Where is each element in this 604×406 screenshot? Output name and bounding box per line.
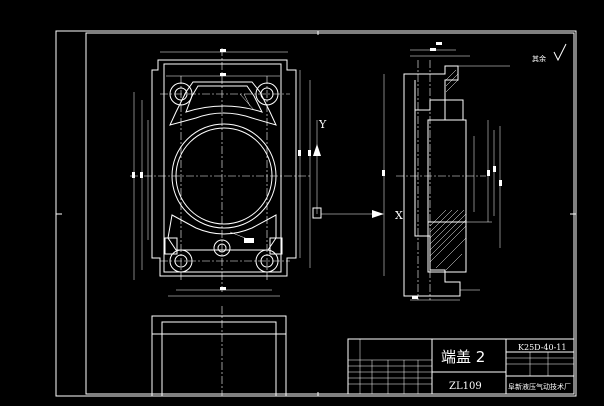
material: ZL109 bbox=[449, 381, 482, 392]
roughness-symbol bbox=[553, 43, 567, 62]
drawing-frame bbox=[55, 30, 577, 397]
front-view: Y X bbox=[130, 48, 403, 297]
company-name: 阜新液压气动技术厂 bbox=[508, 382, 571, 391]
x-axis-label: X bbox=[395, 209, 403, 222]
part-name: 端盖 2 bbox=[441, 348, 485, 366]
drawing-number: K25D-40-11 bbox=[518, 343, 566, 352]
side-section-view: 其余 bbox=[382, 42, 567, 301]
bottom-view bbox=[151, 306, 287, 397]
roughness-note: 其余 bbox=[532, 54, 546, 63]
title-block: 端盖 2 ZL109 K25D-40-11 阜新液压气动技术厂 bbox=[347, 338, 575, 395]
y-axis-label: Y bbox=[318, 118, 327, 131]
section-hatch bbox=[429, 69, 467, 271]
